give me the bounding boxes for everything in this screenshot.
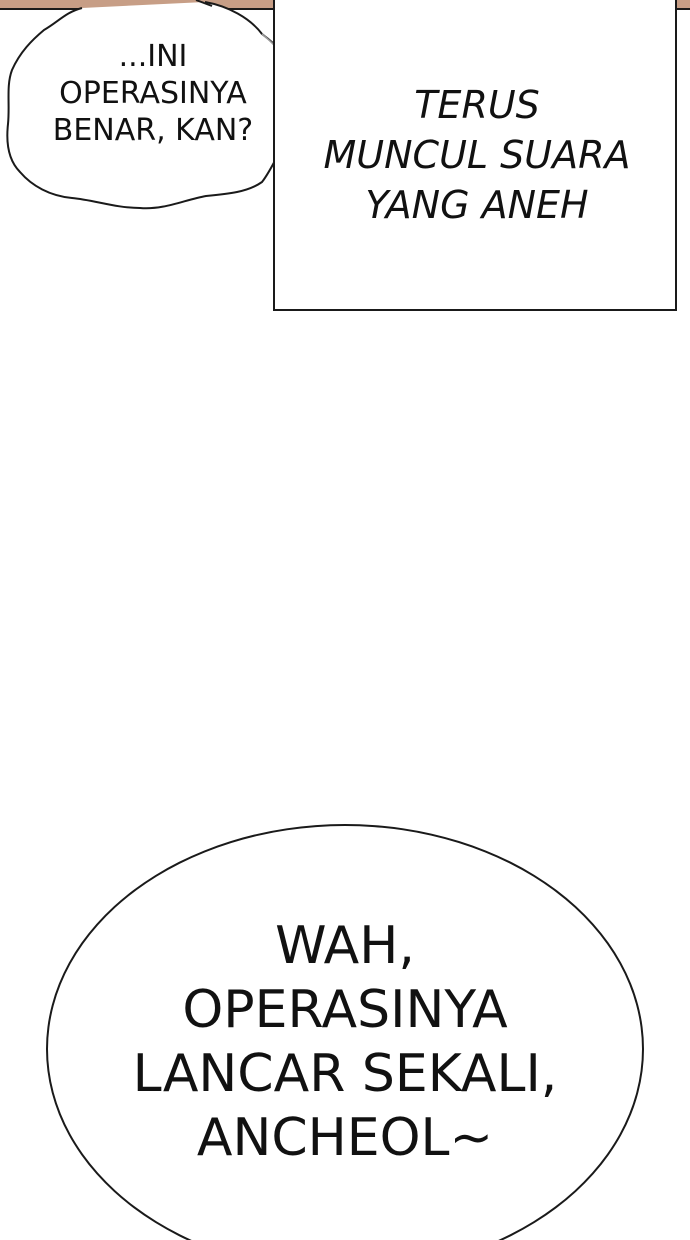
- speech-line: ...INI: [118, 39, 188, 74]
- narration-box: TERUS MUNCUL SUARA YANG ANEH: [273, 0, 677, 311]
- speech-bubble-top-text: ...INI OPERASINYA BENAR, KAN?: [18, 38, 288, 149]
- narration-line: YANG ANEH: [365, 183, 589, 227]
- speech-bubble-top: ...INI OPERASINYA BENAR, KAN?: [0, 0, 310, 220]
- narration-line: MUNCUL SUARA: [323, 133, 631, 177]
- narration-text: TERUS MUNCUL SUARA YANG ANEH: [275, 80, 679, 230]
- speech-line: ANCHEOL~: [196, 1108, 494, 1168]
- speech-line: OPERASINYA: [182, 980, 508, 1040]
- speech-line: BENAR, KAN?: [52, 113, 254, 148]
- speech-line: LANCAR SEKALI,: [132, 1044, 558, 1104]
- speech-line: WAH,: [275, 916, 415, 976]
- speech-bubble-bottom: WAH, OPERASINYA LANCAR SEKALI, ANCHEOL~: [46, 824, 644, 1240]
- speech-bubble-bottom-text: WAH, OPERASINYA LANCAR SEKALI, ANCHEOL~: [48, 914, 642, 1170]
- speech-line: OPERASINYA: [59, 76, 247, 111]
- narration-line: TERUS: [414, 83, 540, 127]
